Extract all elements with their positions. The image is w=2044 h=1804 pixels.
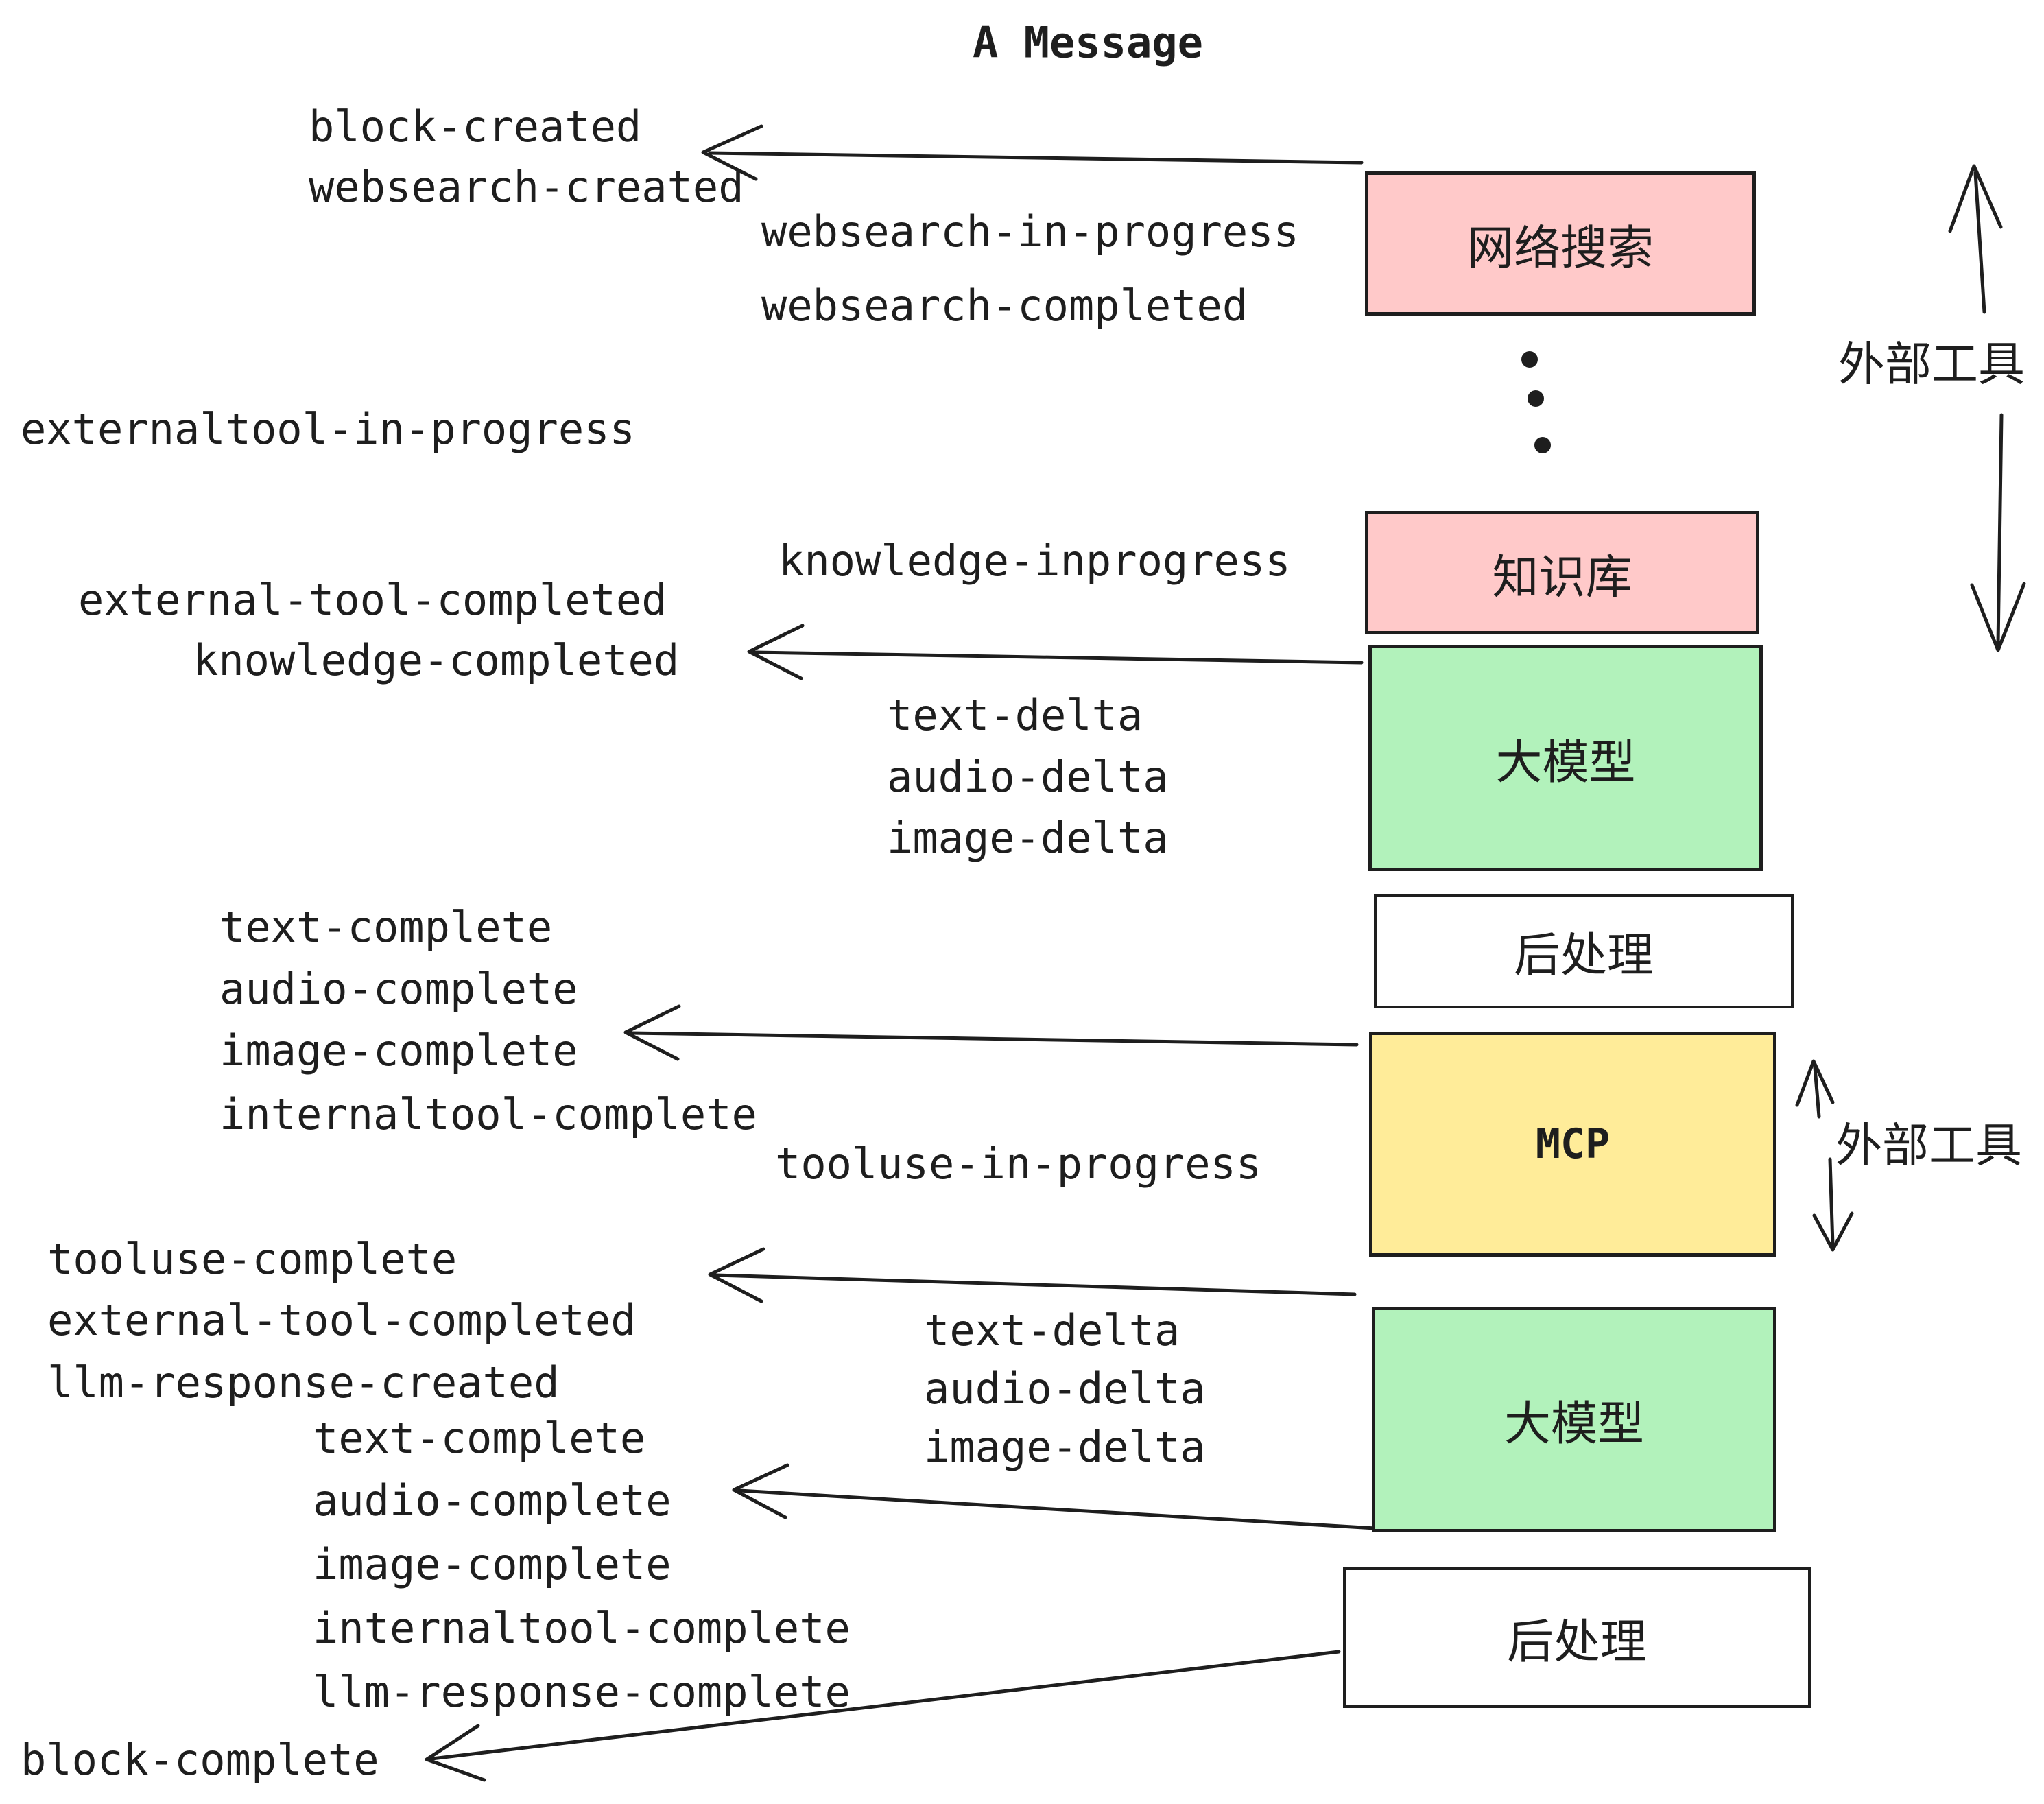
event-image-delta: image-delta — [887, 813, 1169, 863]
event-external-tool-completed: external-tool-completed — [78, 575, 667, 625]
event-websearch-created: websearch-created — [309, 162, 744, 212]
label-external-tools-mid: 外部工具 — [1835, 1119, 2023, 1172]
event-audio-delta-2: audio-delta — [924, 1364, 1206, 1414]
box-postprocess-1: 后处理 — [1374, 894, 1794, 1008]
box-knowledge: 知识库 — [1365, 511, 1759, 634]
box-mcp-label: MCP — [1535, 1120, 1611, 1168]
box-llm-2: 大模型 — [1372, 1307, 1776, 1532]
event-block-created: block-created — [309, 102, 642, 152]
event-knowledge-inprogress: knowledge-inprogress — [779, 536, 1291, 586]
diagram-title: A Message — [973, 17, 1203, 68]
event-llm-response-created: llm-response-created — [47, 1357, 560, 1408]
event-audio-complete-2: audio-complete — [313, 1475, 672, 1526]
event-image-complete-2: image-complete — [313, 1539, 672, 1589]
arrow-block-created — [703, 126, 1362, 179]
event-text-complete-2: text-complete — [313, 1413, 646, 1463]
event-tooluse-in-progress: tooluse-in-progress — [775, 1139, 1262, 1189]
box-llm-2-label: 大模型 — [1504, 1398, 1644, 1450]
event-text-delta: text-delta — [887, 690, 1143, 740]
ellipsis-dots — [1521, 351, 1551, 453]
event-internaltool-complete: internaltool-complete — [219, 1089, 757, 1139]
event-text-complete: text-complete — [219, 902, 553, 952]
box-llm-1-label: 大模型 — [1495, 736, 1636, 789]
event-internaltool-complete-2: internaltool-complete — [313, 1603, 851, 1653]
box-postprocess-2: 后处理 — [1343, 1567, 1811, 1708]
event-audio-complete: audio-complete — [219, 964, 578, 1014]
event-text-delta-2: text-delta — [924, 1305, 1180, 1355]
arrow-audio-complete — [734, 1465, 1375, 1528]
event-audio-delta: audio-delta — [887, 752, 1169, 802]
box-knowledge-label: 知识库 — [1492, 551, 1632, 604]
box-llm-1: 大模型 — [1368, 645, 1763, 871]
event-llm-response-complete: llm-response-complete — [313, 1667, 851, 1717]
box-mcp: MCP — [1369, 1032, 1776, 1257]
label-external-tools-top: 外部工具 — [1838, 338, 2025, 391]
arrow-external-tool-completed — [710, 1249, 1355, 1301]
event-block-complete: block-complete — [21, 1735, 379, 1785]
box-postprocess-2-label: 后处理 — [1506, 1616, 1647, 1668]
arrow-image-complete — [626, 1006, 1357, 1059]
event-knowledge-completed: knowledge-completed — [193, 635, 680, 685]
event-external-tool-completed-2: external-tool-completed — [47, 1295, 637, 1345]
double-arrow-external-tools-top — [1950, 166, 2024, 650]
event-externaltool-in-progress: externaltool-in-progress — [21, 404, 635, 454]
box-websearch: 网络搜索 — [1365, 171, 1756, 316]
event-websearch-in-progress: websearch-in-progress — [761, 206, 1299, 257]
event-tooluse-complete: tooluse-complete — [47, 1234, 457, 1284]
arrow-knowledge-completed — [749, 626, 1362, 678]
box-websearch-label: 网络搜索 — [1466, 222, 1654, 274]
box-postprocess-1-label: 后处理 — [1513, 929, 1654, 982]
event-image-delta-2: image-delta — [924, 1422, 1206, 1472]
event-image-complete: image-complete — [219, 1025, 578, 1076]
event-websearch-completed: websearch-completed — [761, 281, 1248, 331]
